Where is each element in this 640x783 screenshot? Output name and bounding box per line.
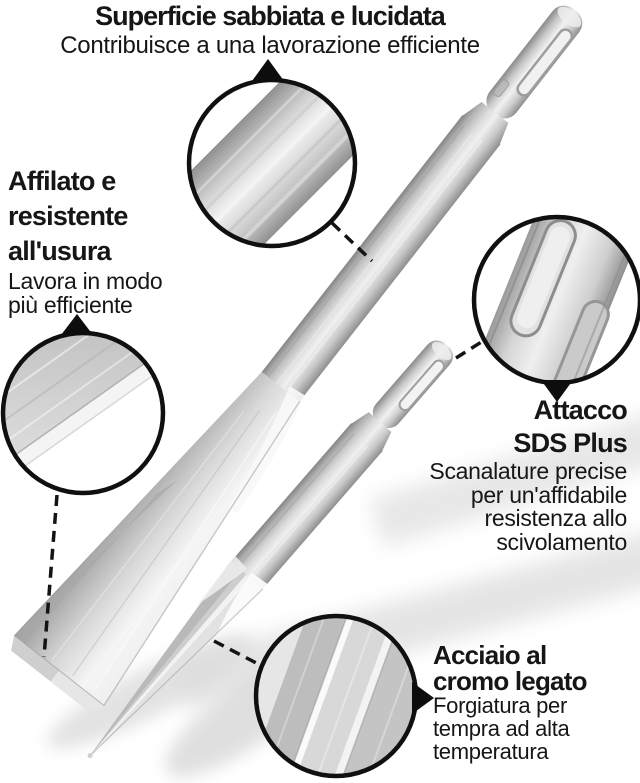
callout-left-title-line: all'usura bbox=[8, 236, 112, 266]
callout-bottom-right-subtitle-line: temperatura bbox=[433, 739, 549, 764]
leader-line-tip bbox=[213, 639, 263, 668]
callout-top-subtitle: Contribuisce a una lavorazione efficient… bbox=[60, 32, 480, 59]
callout-right: Attacco SDS Plus Scanalature precise per… bbox=[429, 394, 627, 554]
callout-right-subtitle-line: per un'affidabile bbox=[470, 481, 627, 508]
callout-top: Superficie sabbiata e lucidata Contribui… bbox=[0, 1, 540, 60]
leader-line-sds bbox=[455, 339, 484, 360]
leader-lines bbox=[42, 221, 484, 668]
flat-chisel-photo bbox=[11, 5, 583, 713]
arrow-up-top-icon bbox=[252, 59, 284, 81]
callout-bottom-right: Acciaio al cromo legato Forgiatura per t… bbox=[433, 642, 587, 763]
leader-line-shaft bbox=[330, 221, 374, 263]
callout-bottom-right-title-line: cromo legato bbox=[433, 666, 587, 696]
callout-left: Affilato e resistente all'usura Lavora i… bbox=[8, 164, 163, 318]
callout-bottom-right-title-line: Acciaio al bbox=[433, 640, 547, 670]
callout-right-subtitle-line: Scanalature precise bbox=[429, 458, 627, 484]
callout-arrows bbox=[61, 59, 573, 714]
callout-left-subtitle-line: più efficiente bbox=[8, 292, 133, 318]
callout-top-title: Superficie sabbiata e lucidata bbox=[95, 1, 446, 31]
callout-bottom-right-subtitle-line: Forgiatura per bbox=[433, 693, 567, 718]
callout-left-title-line: Affilato e bbox=[8, 166, 116, 196]
arrow-down-right-icon bbox=[541, 380, 573, 402]
pointed-chisel-photo bbox=[87, 340, 453, 759]
callout-left-subtitle-line: Lavora in modo bbox=[8, 268, 163, 294]
arrow-right-bottom-icon bbox=[412, 682, 434, 714]
callout-bottom-right-subtitle-line: tempra ad alta bbox=[433, 716, 570, 741]
callout-right-subtitle-line: scivolamento bbox=[496, 528, 627, 555]
callout-right-title-line: Attacco bbox=[533, 395, 628, 425]
callout-right-subtitle-line: resistenza allo bbox=[484, 505, 627, 531]
leader-line-blade bbox=[42, 494, 59, 658]
callout-right-title-line: SDS Plus bbox=[513, 428, 627, 458]
arrow-up-left-icon bbox=[61, 314, 93, 335]
magnifier-circle-blade-edge bbox=[0, 330, 166, 496]
callout-left-title-line: resistente bbox=[8, 201, 128, 231]
